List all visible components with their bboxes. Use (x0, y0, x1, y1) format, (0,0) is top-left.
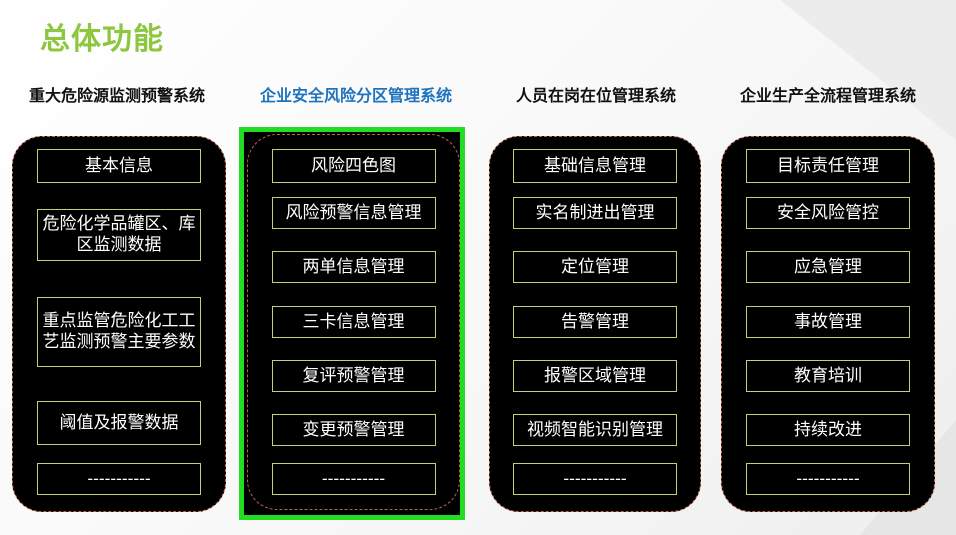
item-continuous-improvement[interactable]: 持续改进 (746, 414, 910, 446)
item-risk-warning-info[interactable]: 风险预警信息管理 (271, 197, 436, 229)
item-target-responsibility[interactable]: 目标责任管理 (746, 149, 910, 183)
item-reevaluation-warning[interactable]: 复评预警管理 (271, 360, 436, 392)
panel-production-process: 目标责任管理 安全风险管控 应急管理 事故管理 教育培训 持续改进 ------… (721, 136, 935, 512)
column-header-hazard-monitoring: 重大危险源监测预警系统 (28, 86, 205, 105)
item-safety-risk-control[interactable]: 安全风险管控 (746, 197, 910, 229)
page-title: 总体功能 (40, 22, 164, 57)
item-risk-four-color-map[interactable]: 风险四色图 (271, 149, 436, 183)
column-header-production-process: 企业生产全流程管理系统 (739, 86, 916, 105)
item-two-lists-info[interactable]: 两单信息管理 (271, 251, 436, 283)
panel-hazard-monitoring: 基本信息 危险化学品罐区、库区监测数据 重点监管危险化工工艺监测预警主要参数 阈… (12, 136, 226, 512)
item-education-training[interactable]: 教育培训 (746, 360, 910, 392)
item-positioning-management[interactable]: 定位管理 (513, 251, 677, 283)
item-more[interactable]: ----------- (271, 463, 436, 495)
panel-risk-zoning: 风险四色图 风险预警信息管理 两单信息管理 三卡信息管理 复评预警管理 变更预警… (247, 134, 460, 510)
item-process-monitoring-params[interactable]: 重点监管危险化工工艺监测预警主要参数 (37, 297, 201, 367)
item-more[interactable]: ----------- (513, 463, 677, 495)
item-tank-area-monitoring[interactable]: 危险化学品罐区、库区监测数据 (37, 209, 201, 261)
item-basic-info-management[interactable]: 基础信息管理 (513, 149, 677, 183)
item-change-warning[interactable]: 变更预警管理 (271, 414, 436, 446)
column-header-risk-zoning: 企业安全风险分区管理系统 (259, 86, 452, 105)
item-more[interactable]: ----------- (37, 463, 201, 495)
column-header-personnel-presence: 人员在岗在位管理系统 (515, 86, 676, 105)
panel-personnel-presence: 基础信息管理 实名制进出管理 定位管理 告警管理 报警区域管理 视频智能识别管理… (489, 136, 701, 512)
item-alarm-zone-management[interactable]: 报警区域管理 (513, 360, 677, 392)
item-three-cards-info[interactable]: 三卡信息管理 (271, 306, 436, 338)
item-accident-management[interactable]: 事故管理 (746, 306, 910, 338)
item-basic-info[interactable]: 基本信息 (37, 149, 201, 183)
item-threshold-alarm-data[interactable]: 阈值及报警数据 (37, 401, 201, 445)
item-more[interactable]: ----------- (746, 463, 910, 495)
item-video-recognition[interactable]: 视频智能识别管理 (513, 414, 677, 446)
item-real-name-access[interactable]: 实名制进出管理 (513, 197, 677, 229)
item-emergency-management[interactable]: 应急管理 (746, 251, 910, 283)
item-alert-management[interactable]: 告警管理 (513, 306, 677, 338)
